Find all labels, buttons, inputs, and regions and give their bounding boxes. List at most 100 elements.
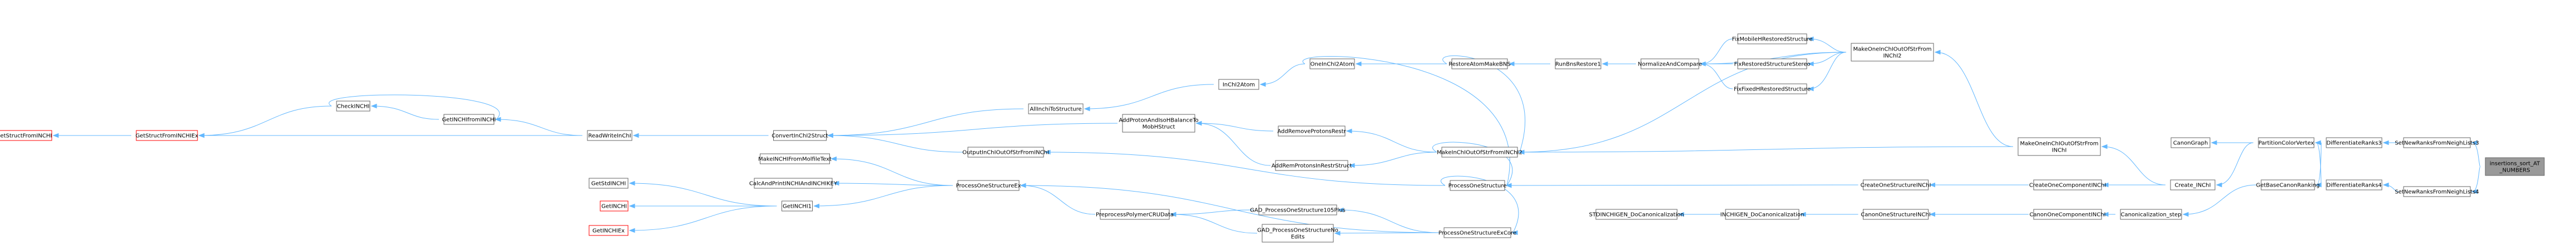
node-fix-restored-structure-stereo[interactable]: FixRestoredStructureStereo bbox=[1734, 58, 1811, 69]
node-set-new-ranks-from-neigh-lists3[interactable]: SetNewRanksFromNeighLists3 bbox=[2395, 137, 2479, 148]
node-inchigen-do-canonicalization[interactable]: INCHIGEN_DoCanonicalization bbox=[1720, 209, 1804, 220]
node-process-one-structure-ex[interactable]: ProcessOneStructureEx bbox=[956, 180, 1021, 191]
node-box bbox=[2018, 137, 2101, 156]
node-in-ch-i2-atom[interactable]: InChI2Atom bbox=[1218, 79, 1259, 90]
node-fix-mobile-hrestored-structure[interactable]: FixMobileHRestoredStructure bbox=[1732, 33, 1813, 44]
edge-calc-and-print-inchiand-inchikey-to-process-one-structure-ex bbox=[833, 180, 953, 186]
node-read-write-in-ch-i[interactable]: ReadWriteInChI bbox=[587, 130, 632, 141]
edge-add-proton-and-iso-hbalance-to-mob-hstruct-to-add-rem-protons-in-restr-struct bbox=[1195, 121, 1271, 166]
node-process-one-structure-ex-core[interactable]: ProcessOneStructureExCore bbox=[1438, 227, 1516, 238]
node-create-one-component-inch-i[interactable]: CreateOneComponentINChI bbox=[2029, 179, 2106, 190]
edge-get-inchifrom-inchi-to-check-inchi bbox=[329, 94, 501, 122]
node-canon-graph[interactable]: CanonGraph bbox=[2170, 137, 2211, 148]
edge-partition-color-vertex-to-differentiate-ranks4 bbox=[2315, 140, 2322, 185]
node-create-inch-i[interactable]: Create_INChI bbox=[2170, 179, 2216, 190]
node-stdinchigen-do-canonicalization[interactable]: STDINCHIGEN_DoCanonicalization bbox=[1589, 209, 1684, 220]
node-run-bns-restore1[interactable]: RunBnsRestore1 bbox=[1555, 58, 1601, 69]
node-box bbox=[1122, 114, 1195, 133]
node-get-inchiex[interactable]: GetINCHIEx bbox=[589, 225, 629, 236]
node-get-std-inchi[interactable]: GetStdINCHI bbox=[589, 178, 629, 189]
node-box bbox=[1258, 204, 1337, 215]
node-label: NormalizeAndCompare bbox=[1638, 62, 1702, 68]
node-canon-one-structure-inch-i[interactable]: CanonOneStructureINChI bbox=[1861, 209, 1931, 220]
edge-create-one-component-inch-i-to-create-inch-i bbox=[2102, 182, 2165, 188]
node-insertions-sort-at-numbers[interactable]: insertions_sort_AT_NUMBERS bbox=[2485, 157, 2545, 176]
node-differentiate-ranks3[interactable]: DifferentiateRanks3 bbox=[2326, 137, 2382, 148]
edge-stdinchigen-do-canonicalization-to-inchigen-do-canonicalization bbox=[1678, 212, 1720, 217]
node-label: CalcAndPrintINCHIAndINCHIKEY bbox=[749, 181, 838, 187]
node-get-struct-from-inchi[interactable]: GetStructFromINCHI bbox=[0, 130, 52, 141]
edge-all-inchi-to-structure-to-in-ch-i2-atom bbox=[1084, 84, 1214, 112]
node-label: MakeINCHIFromMolfileText bbox=[758, 157, 832, 163]
node-box bbox=[136, 130, 198, 141]
node-one-in-ch-i2-atom[interactable]: OneInChI2Atom bbox=[1309, 58, 1355, 69]
edge-get-struct-from-inchi-to-get-struct-from-inchiex bbox=[52, 133, 131, 138]
node-convert-in-ch-i2-struct[interactable]: ConvertInChI2Struct bbox=[772, 130, 828, 141]
edge-process-one-structure-to-one-in-ch-i2-atom bbox=[1302, 56, 1512, 188]
node-normalize-and-compare[interactable]: NormalizeAndCompare bbox=[1638, 58, 1702, 69]
edge-preprocess-polymer-crudata-to-gad-process-one-structure-no-edits bbox=[1170, 212, 1258, 234]
node-gad-process-one-structure105-plus[interactable]: GAD_ProcessOneStructure105Plus bbox=[1250, 204, 1346, 215]
node-box bbox=[1262, 224, 1334, 243]
node-process-one-structure[interactable]: ProcessOneStructure bbox=[1448, 180, 1507, 191]
node-box bbox=[1441, 147, 1518, 158]
node-box bbox=[1555, 58, 1601, 69]
node-create-one-structure-inch-i[interactable]: CreateOneStructureINChI bbox=[1861, 179, 1931, 190]
node-label: RunBnsRestore1 bbox=[1555, 62, 1601, 68]
edge-process-one-structure-ex-core-to-process-one-structure bbox=[1440, 175, 1519, 235]
node-partition-color-vertex[interactable]: PartitionColorVertex bbox=[2258, 137, 2315, 148]
node-canon-one-component-inch-i[interactable]: CanonOneComponentINChI bbox=[2029, 209, 2106, 220]
node-label: GetStdINCHI bbox=[591, 181, 626, 187]
node-label: RestoreAtomMakeBNS bbox=[1448, 62, 1510, 68]
node-get-inchi1[interactable]: GetINCHI1 bbox=[782, 200, 813, 212]
edge-add-proton-and-iso-hbalance-to-mob-hstruct-to-add-remove-protons-restr bbox=[1195, 121, 1274, 132]
node-box bbox=[1595, 209, 1678, 220]
node-get-inchi[interactable]: GetINCHI bbox=[600, 200, 629, 212]
edge-set-new-ranks-from-neigh-lists3-to-insertions-sort-at-numbers bbox=[2471, 140, 2481, 167]
node-restore-atom-make-bns[interactable]: RestoreAtomMakeBNS bbox=[1448, 58, 1511, 69]
node-fix-fixed-hrestored-structure[interactable]: FixFixedHRestoredStructure bbox=[1734, 83, 1811, 94]
edge-make-in-ch-iout-of-str-from-inch-i2-to-restore-atom-make-bns bbox=[1442, 55, 1525, 155]
node-add-rem-protons-in-restr-struct[interactable]: AddRemProtonsInRestrStruct bbox=[1272, 160, 1352, 171]
node-get-inchifrom-inchi[interactable]: GetINCHIfromINCHI bbox=[442, 114, 496, 125]
node-differentiate-ranks4[interactable]: DifferentiateRanks4 bbox=[2326, 179, 2382, 190]
node-add-remove-protons-restr[interactable]: AddRemoveProtonsRestr bbox=[1277, 125, 1347, 137]
edge-run-bns-restore1-to-normalize-and-compare bbox=[1601, 61, 1636, 67]
edge-differentiate-ranks4-to-set-new-ranks-from-neigh-lists4 bbox=[2382, 182, 2399, 192]
node-check-inchi[interactable]: CheckINCHI bbox=[336, 101, 370, 112]
node-set-new-ranks-from-neigh-lists4[interactable]: SetNewRanksFromNeighLists4 bbox=[2395, 186, 2479, 197]
node-canonicalization-step[interactable]: Canonicalization_step bbox=[2120, 209, 2182, 220]
node-make-in-ch-iout-of-str-from-inch-i2[interactable]: MakeInChIOutOfStrFromINChI2 bbox=[1437, 147, 1522, 158]
edge-get-struct-from-inchiex-to-check-inchi bbox=[198, 106, 332, 138]
node-label: GetINCHI bbox=[601, 204, 627, 210]
node-box bbox=[1100, 209, 1170, 220]
node-calc-and-print-inchiand-inchikey[interactable]: CalcAndPrintINCHIAndINCHIKEY bbox=[749, 178, 838, 189]
node-label: CanonOneComponentINChI bbox=[2029, 212, 2105, 218]
node-all-inchi-to-structure[interactable]: AllInchiToStructure bbox=[1028, 103, 1084, 114]
node-box bbox=[1218, 79, 1259, 90]
node-label: STDINCHIGEN_DoCanonicalization bbox=[1589, 212, 1684, 218]
node-label: Edits bbox=[1291, 234, 1305, 240]
node-label: MakeOneInChIOutOfStrFrom bbox=[1853, 47, 1932, 53]
graph-edges bbox=[52, 36, 2481, 236]
node-get-struct-from-inchiex[interactable]: GetStructFromINCHIEx bbox=[136, 130, 199, 141]
node-label: PartitionColorVertex bbox=[2258, 140, 2314, 147]
edge-set-new-ranks-from-neigh-lists4-to-insertions-sort-at-numbers bbox=[2471, 166, 2481, 194]
node-label: MobHStruct bbox=[1143, 124, 1175, 130]
node-label: ReadWriteInChI bbox=[588, 133, 631, 139]
edge-get-inchifrom-inchi-to-read-write-in-ch-i bbox=[495, 117, 583, 136]
node-label: CanonOneStructureINChI bbox=[1861, 212, 1930, 218]
node-get-base-canon-ranking[interactable]: GetBaseCanonRanking bbox=[2256, 179, 2320, 190]
node-label: DifferentiateRanks4 bbox=[2326, 183, 2381, 189]
node-preprocess-polymer-crudata[interactable]: PreprocessPolymerCRUData bbox=[1096, 209, 1174, 220]
node-make-inchifrom-molfile-text[interactable]: MakeINCHIFromMolfileText bbox=[758, 153, 832, 164]
node-label: InChI2Atom bbox=[1223, 82, 1255, 88]
node-output-in-ch-iout-of-str-from-inch-i[interactable]: OutputInChIOutOfStrFromINChI bbox=[962, 147, 1049, 158]
edge-process-one-structure-to-create-one-structure-inch-i bbox=[1505, 183, 1858, 188]
edge-canon-one-structure-inch-i-to-canon-one-component-inch-i bbox=[1929, 212, 2029, 217]
